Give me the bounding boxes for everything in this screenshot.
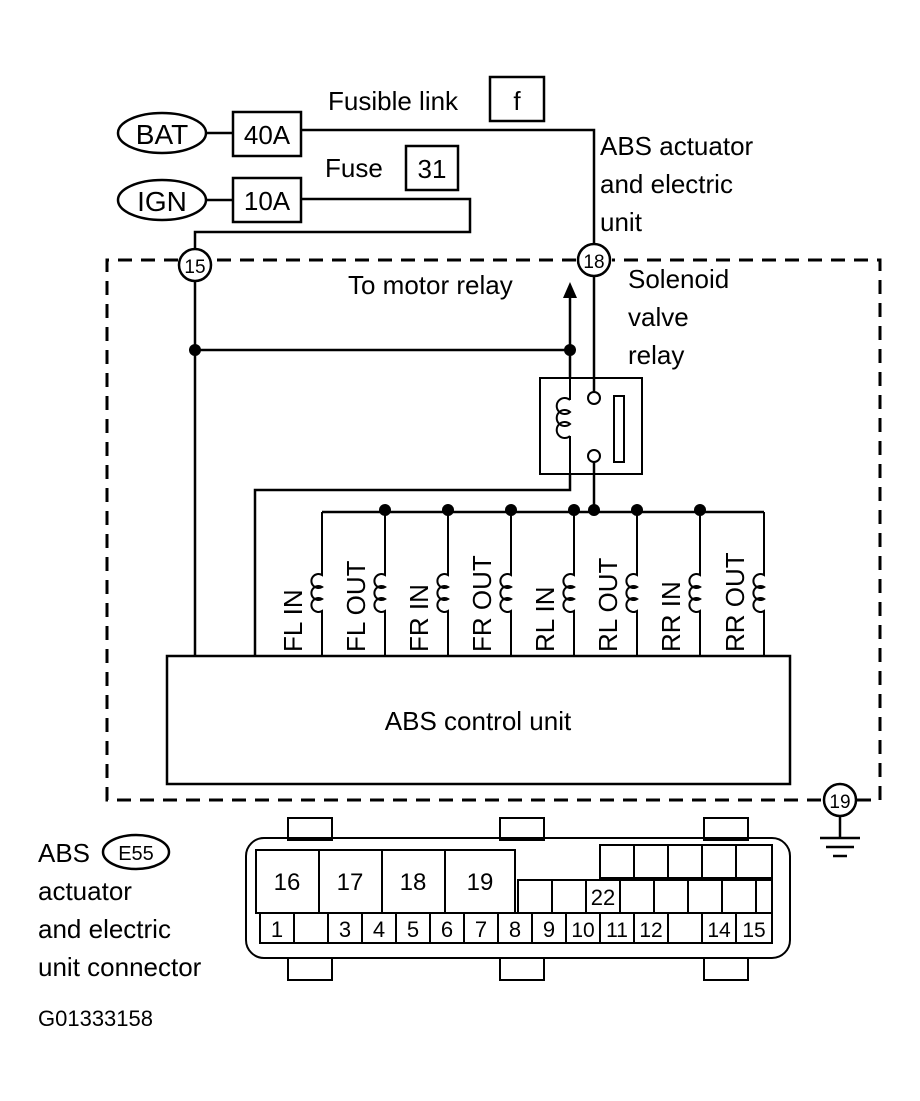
pin-19: 19	[467, 869, 494, 896]
pin-11: 11	[606, 919, 628, 942]
solenoid-label-fr-out: FR OUT	[467, 555, 497, 652]
junction-dot	[379, 504, 391, 516]
terminal-15-label: 15	[184, 257, 205, 278]
bat-label: BAT	[136, 119, 188, 150]
solenoid-valve-relay	[253, 276, 643, 656]
pin-8: 8	[509, 917, 521, 942]
solenoid-label-fr-in: FR IN	[404, 584, 434, 652]
figure-id: G01333158	[38, 1006, 153, 1031]
pin-6: 6	[441, 917, 453, 942]
pin-7: 7	[475, 917, 487, 942]
junction-dot	[568, 504, 580, 516]
connector-label-3: and electric	[38, 914, 171, 944]
junction-dot	[631, 504, 643, 516]
solenoid-label-rl-out: RL OUT	[593, 558, 623, 652]
relay-label-1: Solenoid	[628, 264, 729, 294]
relay-label-3: relay	[628, 340, 684, 370]
unit-title-2: and electric	[600, 169, 733, 199]
junction-dot	[442, 504, 454, 516]
relay-label-2: valve	[628, 302, 689, 332]
connector-label-4: unit connector	[38, 952, 202, 982]
pin-18: 18	[400, 869, 427, 896]
pin-16: 16	[274, 869, 301, 896]
solenoid-coils	[310, 512, 766, 656]
pin-12: 12	[639, 919, 662, 942]
connector-code: E55	[118, 843, 154, 865]
pin-15: 15	[742, 919, 765, 942]
fuse-label: Fuse	[325, 153, 383, 183]
terminal-18-label: 18	[583, 252, 604, 273]
fuse-rating: 10A	[244, 186, 291, 216]
ign-label: IGN	[137, 186, 187, 217]
fusible-link-label: Fusible link	[328, 86, 459, 116]
abs-control-unit	[165, 654, 792, 786]
solenoid-label-rr-out: RR OUT	[720, 552, 750, 652]
solenoid-label-rl-in: RL IN	[530, 587, 560, 653]
ground-icon	[820, 836, 860, 858]
arrow-up-icon	[563, 282, 577, 298]
fusible-link-id: f	[513, 86, 521, 116]
junction-dot	[588, 504, 600, 516]
pin-17: 17	[337, 869, 364, 896]
solenoid-label-fl-in: FL IN	[278, 589, 308, 652]
connector-body	[245, 817, 791, 981]
unit-boundary	[105, 258, 882, 802]
pin-4: 4	[373, 917, 385, 942]
pin-1: 1	[271, 917, 283, 942]
abs-control-unit-label: ABS control unit	[385, 706, 572, 736]
to-motor-relay-label: To motor relay	[348, 270, 513, 300]
pin-10: 10	[571, 919, 594, 942]
unit-title-3: unit	[600, 207, 643, 237]
pin-5: 5	[407, 917, 419, 942]
fuse-id: 31	[418, 154, 447, 184]
connector-label-1: ABS	[38, 838, 90, 868]
unit-title-1: ABS actuator	[600, 131, 754, 161]
solenoid-label-fl-out: FL OUT	[341, 560, 371, 652]
pin-14: 14	[707, 919, 731, 942]
fusible-link-box	[231, 110, 303, 158]
terminal-19-label: 19	[829, 792, 850, 813]
pin-3: 3	[339, 917, 351, 942]
power-supply: BAT 40A Fusible link f IGN 10A Fuse 31	[116, 75, 596, 248]
solenoid-label-rr-in: RR IN	[656, 581, 686, 652]
junction-dot	[505, 504, 517, 516]
junction-dot	[189, 344, 201, 356]
fusible-rating: 40A	[244, 120, 291, 150]
fusible-link-id-box	[488, 75, 546, 123]
pin-22: 22	[591, 885, 615, 910]
junction-dot	[694, 504, 706, 516]
fuse-id-box	[404, 144, 460, 192]
connector-code-badge	[101, 833, 171, 871]
connector-label-2: actuator	[38, 876, 132, 906]
pin-9: 9	[543, 917, 555, 942]
